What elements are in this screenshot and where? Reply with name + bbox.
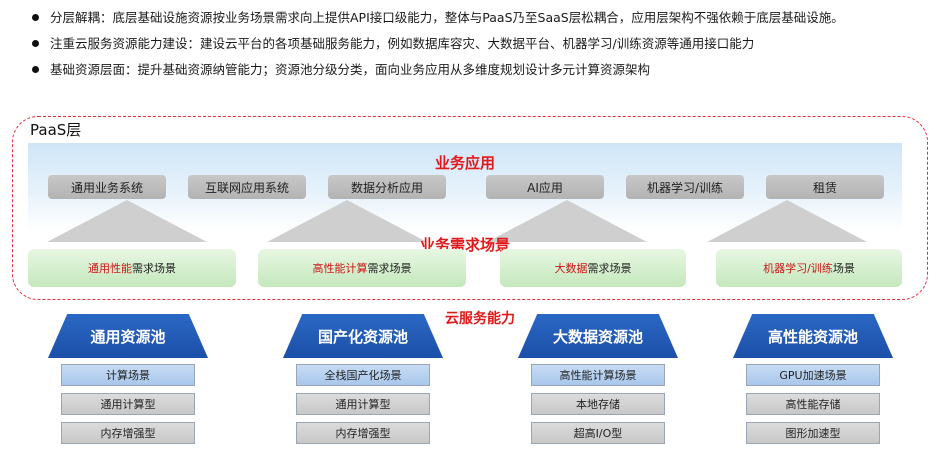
pool-hpc-item: GPU加速场景: [746, 364, 880, 386]
scene-highlight: 大数据: [554, 262, 588, 275]
scene-text: 需求场景: [132, 262, 176, 275]
business-app-title: 业务应用: [434, 154, 495, 172]
pool-bigdata-item: 超高I/O型: [531, 422, 665, 444]
up-arrow-icon: [707, 200, 867, 242]
bullet-dot-icon: [32, 66, 39, 73]
bullet-text: 注重云服务资源能力建设：建设云平台的各项基础服务能力，例如数据库容灾、大数据平台…: [50, 36, 755, 51]
scene-big-data: 大数据需求场景: [500, 249, 686, 287]
pool-general-item: 计算场景: [61, 364, 195, 386]
cloud-service-capability-label: 云服务能力: [445, 311, 515, 327]
app-data-analysis: 数据分析应用: [328, 175, 446, 199]
bullet-item: 基础资源层面：提升基础资源纳管能力；资源池分级分类，面向业务应用从多维度规划设计…: [30, 60, 925, 80]
pool-domestic-item: 通用计算型: [296, 393, 430, 415]
bullet-text: 分层解耦：底层基础设施资源按业务场景需求向上提供API接口级能力，整体与PaaS…: [50, 10, 844, 25]
pool-general-header: 通用资源池: [48, 314, 208, 358]
bullet-dot-icon: [32, 40, 39, 47]
bullet-item: 注重云服务资源能力建设：建设云平台的各项基础服务能力，例如数据库容灾、大数据平台…: [30, 34, 925, 54]
up-arrow-icon: [267, 200, 427, 242]
bullet-item: 分层解耦：底层基础设施资源按业务场景需求向上提供API接口级能力，整体与PaaS…: [30, 8, 925, 28]
up-arrow-icon: [487, 200, 647, 242]
pool-hpc-header: 高性能资源池: [733, 314, 893, 358]
scene-ml-training: 机器学习/训练场景: [716, 249, 902, 287]
app-internet-system: 互联网应用系统: [188, 175, 306, 199]
scene-highlight: 通用性能: [88, 262, 132, 275]
app-ml-training: 机器学习/训练: [626, 175, 744, 199]
bullet-text: 基础资源层面：提升基础资源纳管能力；资源池分级分类，面向业务应用从多维度规划设计…: [50, 62, 651, 77]
bullet-dot-icon: [32, 14, 39, 21]
scene-text: 需求场景: [587, 262, 632, 275]
pool-domestic-item: 全栈国产化场景: [296, 364, 430, 386]
scene-text: 需求场景: [367, 262, 412, 275]
pool-bigdata-item: 本地存储: [531, 393, 665, 415]
scene-general-performance: 通用性能需求场景: [28, 249, 236, 287]
up-arrow-icon: [47, 200, 207, 242]
scene-highlight: 高性能计算: [312, 262, 368, 275]
paas-layer-title: PaaS层: [30, 121, 82, 139]
bullet-list: 分层解耦：底层基础设施资源按业务场景需求向上提供API接口级能力，整体与PaaS…: [30, 8, 925, 86]
paas-layer-frame: [12, 116, 928, 300]
scene-highlight: 机器学习/训练: [763, 262, 833, 275]
pool-domestic-header: 国产化资源池: [283, 314, 443, 358]
pool-bigdata-header: 大数据资源池: [518, 314, 678, 358]
app-ai: AI应用: [486, 175, 604, 199]
pool-general-item: 通用计算型: [61, 393, 195, 415]
pool-hpc-item: 高性能存储: [746, 393, 880, 415]
app-leasing: 租赁: [766, 175, 884, 199]
pool-hpc-item: 图形加速型: [746, 422, 880, 444]
pool-bigdata-item: 高性能计算场景: [531, 364, 665, 386]
scene-hpc: 高性能计算需求场景: [258, 249, 466, 287]
app-general-business: 通用业务系统: [48, 175, 166, 199]
scene-text: 场景: [832, 262, 855, 275]
pool-domestic-item: 内存增强型: [296, 422, 430, 444]
pool-general-item: 内存增强型: [61, 422, 195, 444]
